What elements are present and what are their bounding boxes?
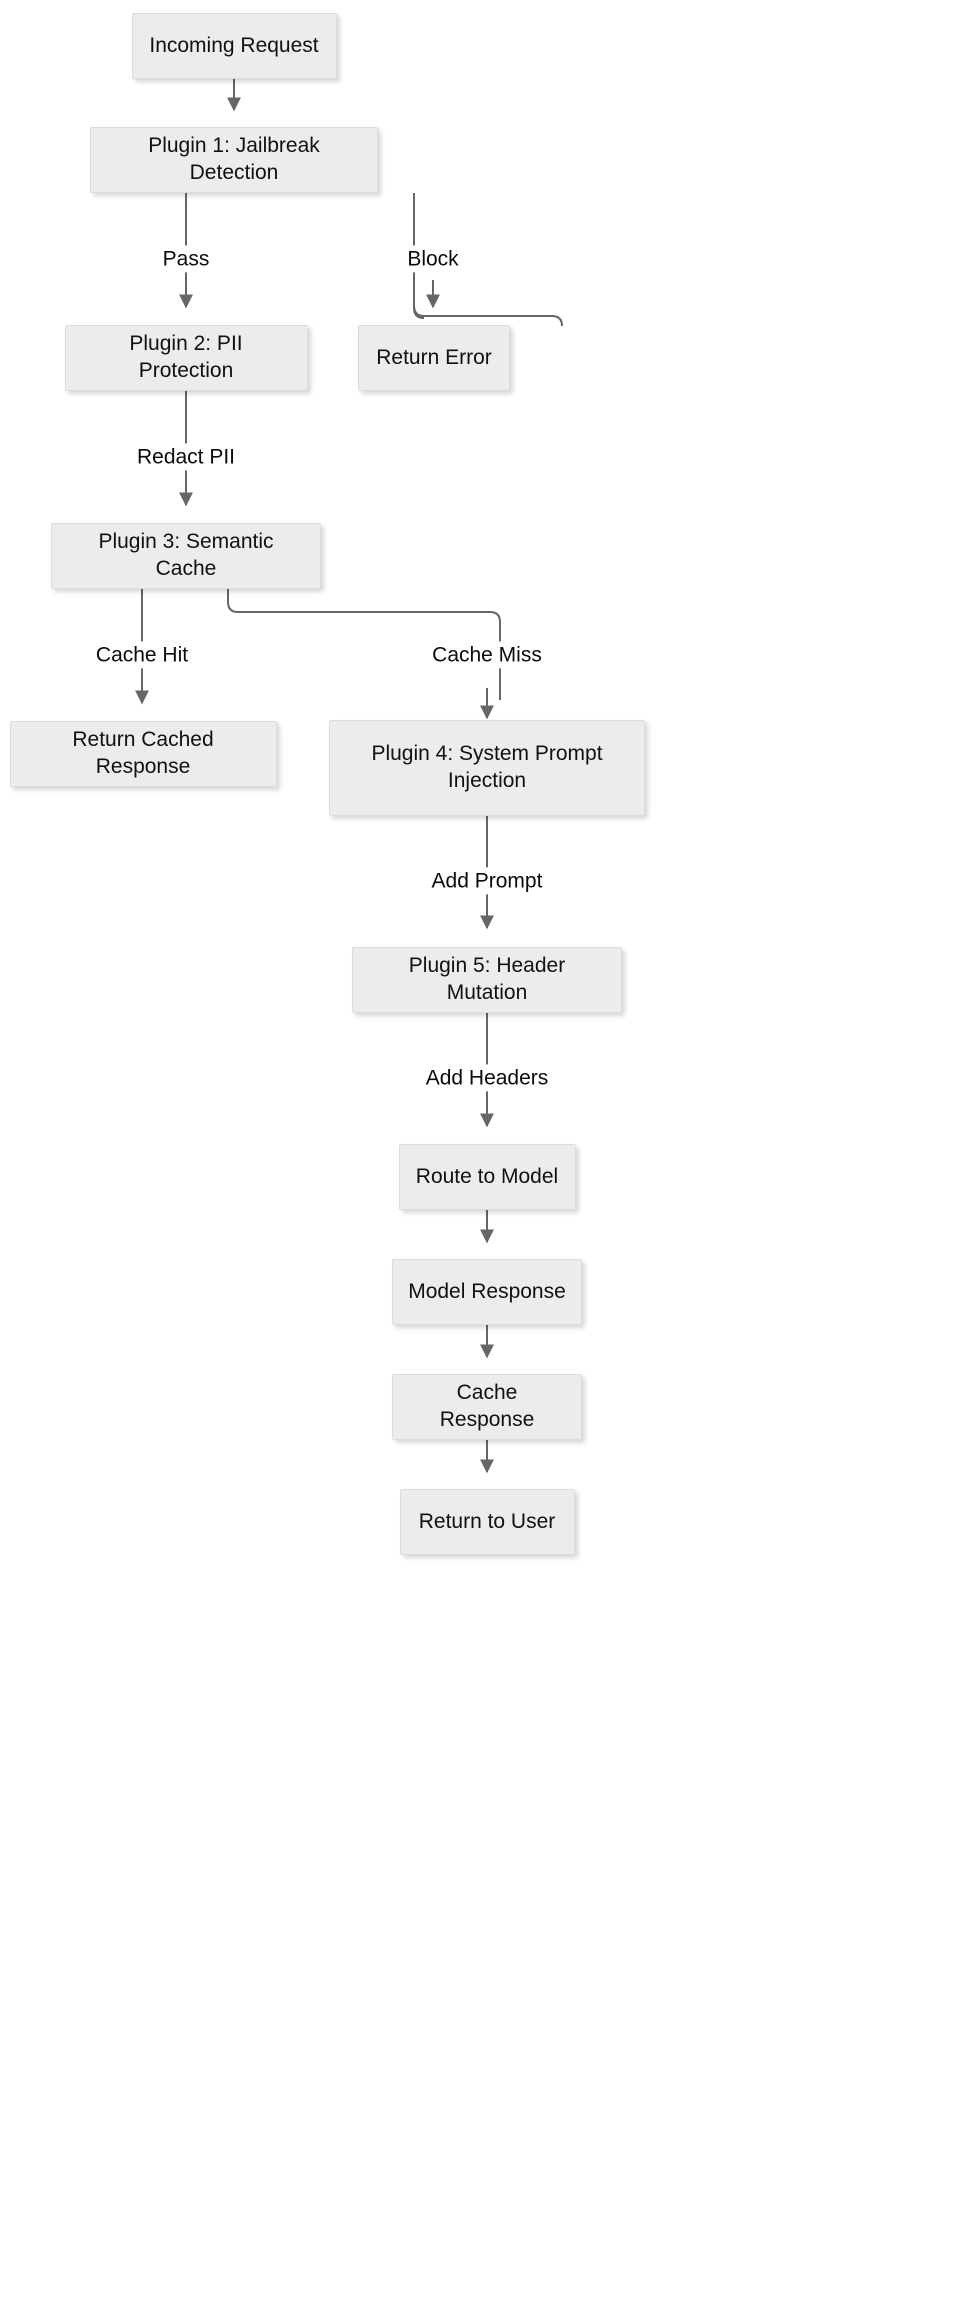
edge-label-block: Block xyxy=(401,245,465,273)
node-route-to-model[interactable]: Route to Model xyxy=(398,1144,576,1210)
node-label: Return Cached Response xyxy=(72,728,214,778)
edge-label-cache-miss: Cache Miss xyxy=(426,641,548,669)
node-cache-response[interactable]: Cache Response xyxy=(392,1374,582,1440)
node-plugin-3-semantic-cache[interactable]: Plugin 3: Semantic Cache xyxy=(51,523,321,589)
node-label: Plugin 4: System Prompt Injection xyxy=(371,742,603,792)
edge-label-pass: Pass xyxy=(156,245,216,273)
node-plugin-4-system-prompt-injection[interactable]: Plugin 4: System Prompt Injection xyxy=(329,720,645,816)
node-model-response[interactable]: Model Response xyxy=(392,1259,582,1325)
node-label: Model Response xyxy=(408,1279,566,1303)
node-label: Return to User xyxy=(418,1509,556,1533)
node-label: Cache Response xyxy=(439,1381,535,1431)
node-return-cached-response[interactable]: Return Cached Response xyxy=(9,721,277,787)
node-plugin-5-header-mutation[interactable]: Plugin 5: Header Mutation xyxy=(352,947,622,1013)
node-label: Return Error xyxy=(376,345,492,369)
node-label: Plugin 1: Jailbreak Detection xyxy=(148,134,320,184)
node-plugin-1-jailbreak-detection[interactable]: Plugin 1: Jailbreak Detection xyxy=(90,127,378,193)
node-label: Plugin 3: Semantic Cache xyxy=(98,530,274,580)
node-label: Plugin 5: Header Mutation xyxy=(408,954,566,1004)
node-label: Incoming Request xyxy=(149,33,319,57)
edge-label-cache-hit: Cache Hit xyxy=(89,641,195,669)
edge-label-add-prompt: Add Prompt xyxy=(425,867,549,895)
node-return-error[interactable]: Return Error xyxy=(358,325,510,391)
node-label: Route to Model xyxy=(415,1164,559,1188)
edge-label-redact-pii: Redact PII xyxy=(130,443,242,471)
node-plugin-2-pii-protection[interactable]: Plugin 2: PII Protection xyxy=(64,325,308,391)
edge-label-add-headers: Add Headers xyxy=(419,1064,555,1092)
node-incoming-request[interactable]: Incoming Request xyxy=(131,13,337,79)
node-return-to-user[interactable]: Return to User xyxy=(399,1489,575,1555)
node-label: Plugin 2: PII Protection xyxy=(129,332,243,382)
